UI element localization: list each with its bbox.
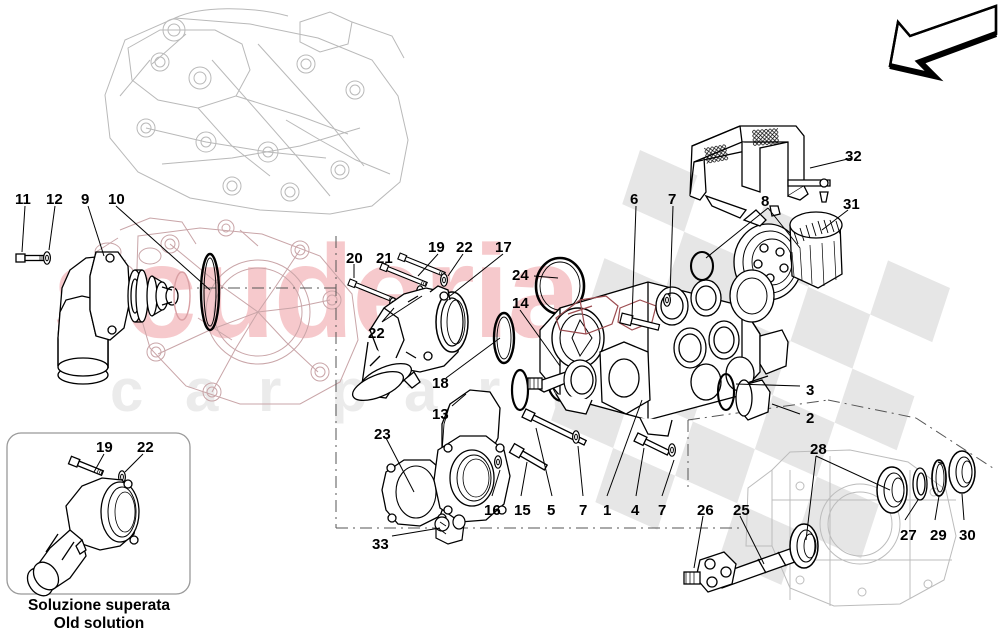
inset-old-solution-drawing bbox=[6, 432, 191, 597]
oil-filter-assembly bbox=[689, 211, 843, 323]
fastener-group-pump bbox=[619, 293, 672, 331]
pump-flange-assembly bbox=[381, 408, 677, 545]
inset-callout-22: 22 bbox=[137, 439, 154, 456]
callout-23: 23 bbox=[374, 426, 391, 443]
callout-7-c: 7 bbox=[668, 191, 677, 208]
callout-2: 2 bbox=[806, 410, 815, 427]
section-divider-lines bbox=[196, 236, 997, 529]
callout-9: 9 bbox=[81, 191, 90, 208]
callout-12: 12 bbox=[46, 191, 63, 208]
watermark-letter-c: c bbox=[110, 357, 144, 424]
water-pipe-elbow bbox=[351, 285, 469, 402]
callout-4: 4 bbox=[631, 502, 640, 519]
callout-25: 25 bbox=[733, 502, 750, 519]
heat-shield-bracket bbox=[689, 125, 831, 227]
callout-13: 13 bbox=[432, 406, 449, 423]
callout-24: 24 bbox=[512, 267, 529, 284]
callout-28: 28 bbox=[810, 441, 827, 458]
inset-callout-19: 19 bbox=[96, 439, 113, 456]
callout-3: 3 bbox=[806, 382, 815, 399]
callout-17: 17 bbox=[495, 239, 512, 256]
callout-26: 26 bbox=[697, 502, 714, 519]
callout-6: 6 bbox=[630, 191, 639, 208]
callout-15: 15 bbox=[514, 502, 531, 519]
callout-7-b: 7 bbox=[658, 502, 667, 519]
callout-31: 31 bbox=[843, 196, 860, 213]
callout-1: 1 bbox=[603, 502, 612, 519]
callout-29: 29 bbox=[930, 527, 947, 544]
ghost-engine-block bbox=[104, 8, 409, 215]
callout-33: 33 bbox=[372, 536, 389, 553]
inset-caption-line1: Soluzione superata bbox=[27, 597, 171, 614]
callout-20: 20 bbox=[346, 250, 363, 267]
callout-27: 27 bbox=[900, 527, 917, 544]
callout-7-a: 7 bbox=[579, 502, 588, 519]
inset-caption-line2: Old solution bbox=[53, 615, 145, 632]
callout-10: 10 bbox=[108, 191, 125, 208]
callout-22-top: 22 bbox=[456, 239, 473, 256]
callout-8: 8 bbox=[761, 193, 770, 210]
sleeve-and-seal bbox=[716, 372, 771, 421]
watermark-letter-r1: r bbox=[258, 357, 282, 424]
leader-lines bbox=[21, 157, 965, 569]
callout-19: 19 bbox=[428, 239, 445, 256]
callout-5: 5 bbox=[547, 502, 556, 519]
callout-16: 16 bbox=[484, 502, 501, 519]
callout-11: 11 bbox=[15, 191, 31, 208]
drive-shaft-assembly bbox=[683, 450, 976, 593]
callout-22-lower: 22 bbox=[368, 325, 385, 342]
oil-pump-body bbox=[527, 279, 789, 437]
callout-32: 32 bbox=[845, 148, 862, 165]
callout-21: 21 bbox=[376, 250, 393, 267]
direction-arrow bbox=[888, 4, 998, 82]
callout-14: 14 bbox=[512, 295, 529, 312]
callout-18: 18 bbox=[432, 375, 449, 392]
ghost-crankcase bbox=[745, 449, 957, 607]
callout-30: 30 bbox=[959, 527, 976, 544]
water-outlet-housing-assembly bbox=[15, 251, 221, 385]
